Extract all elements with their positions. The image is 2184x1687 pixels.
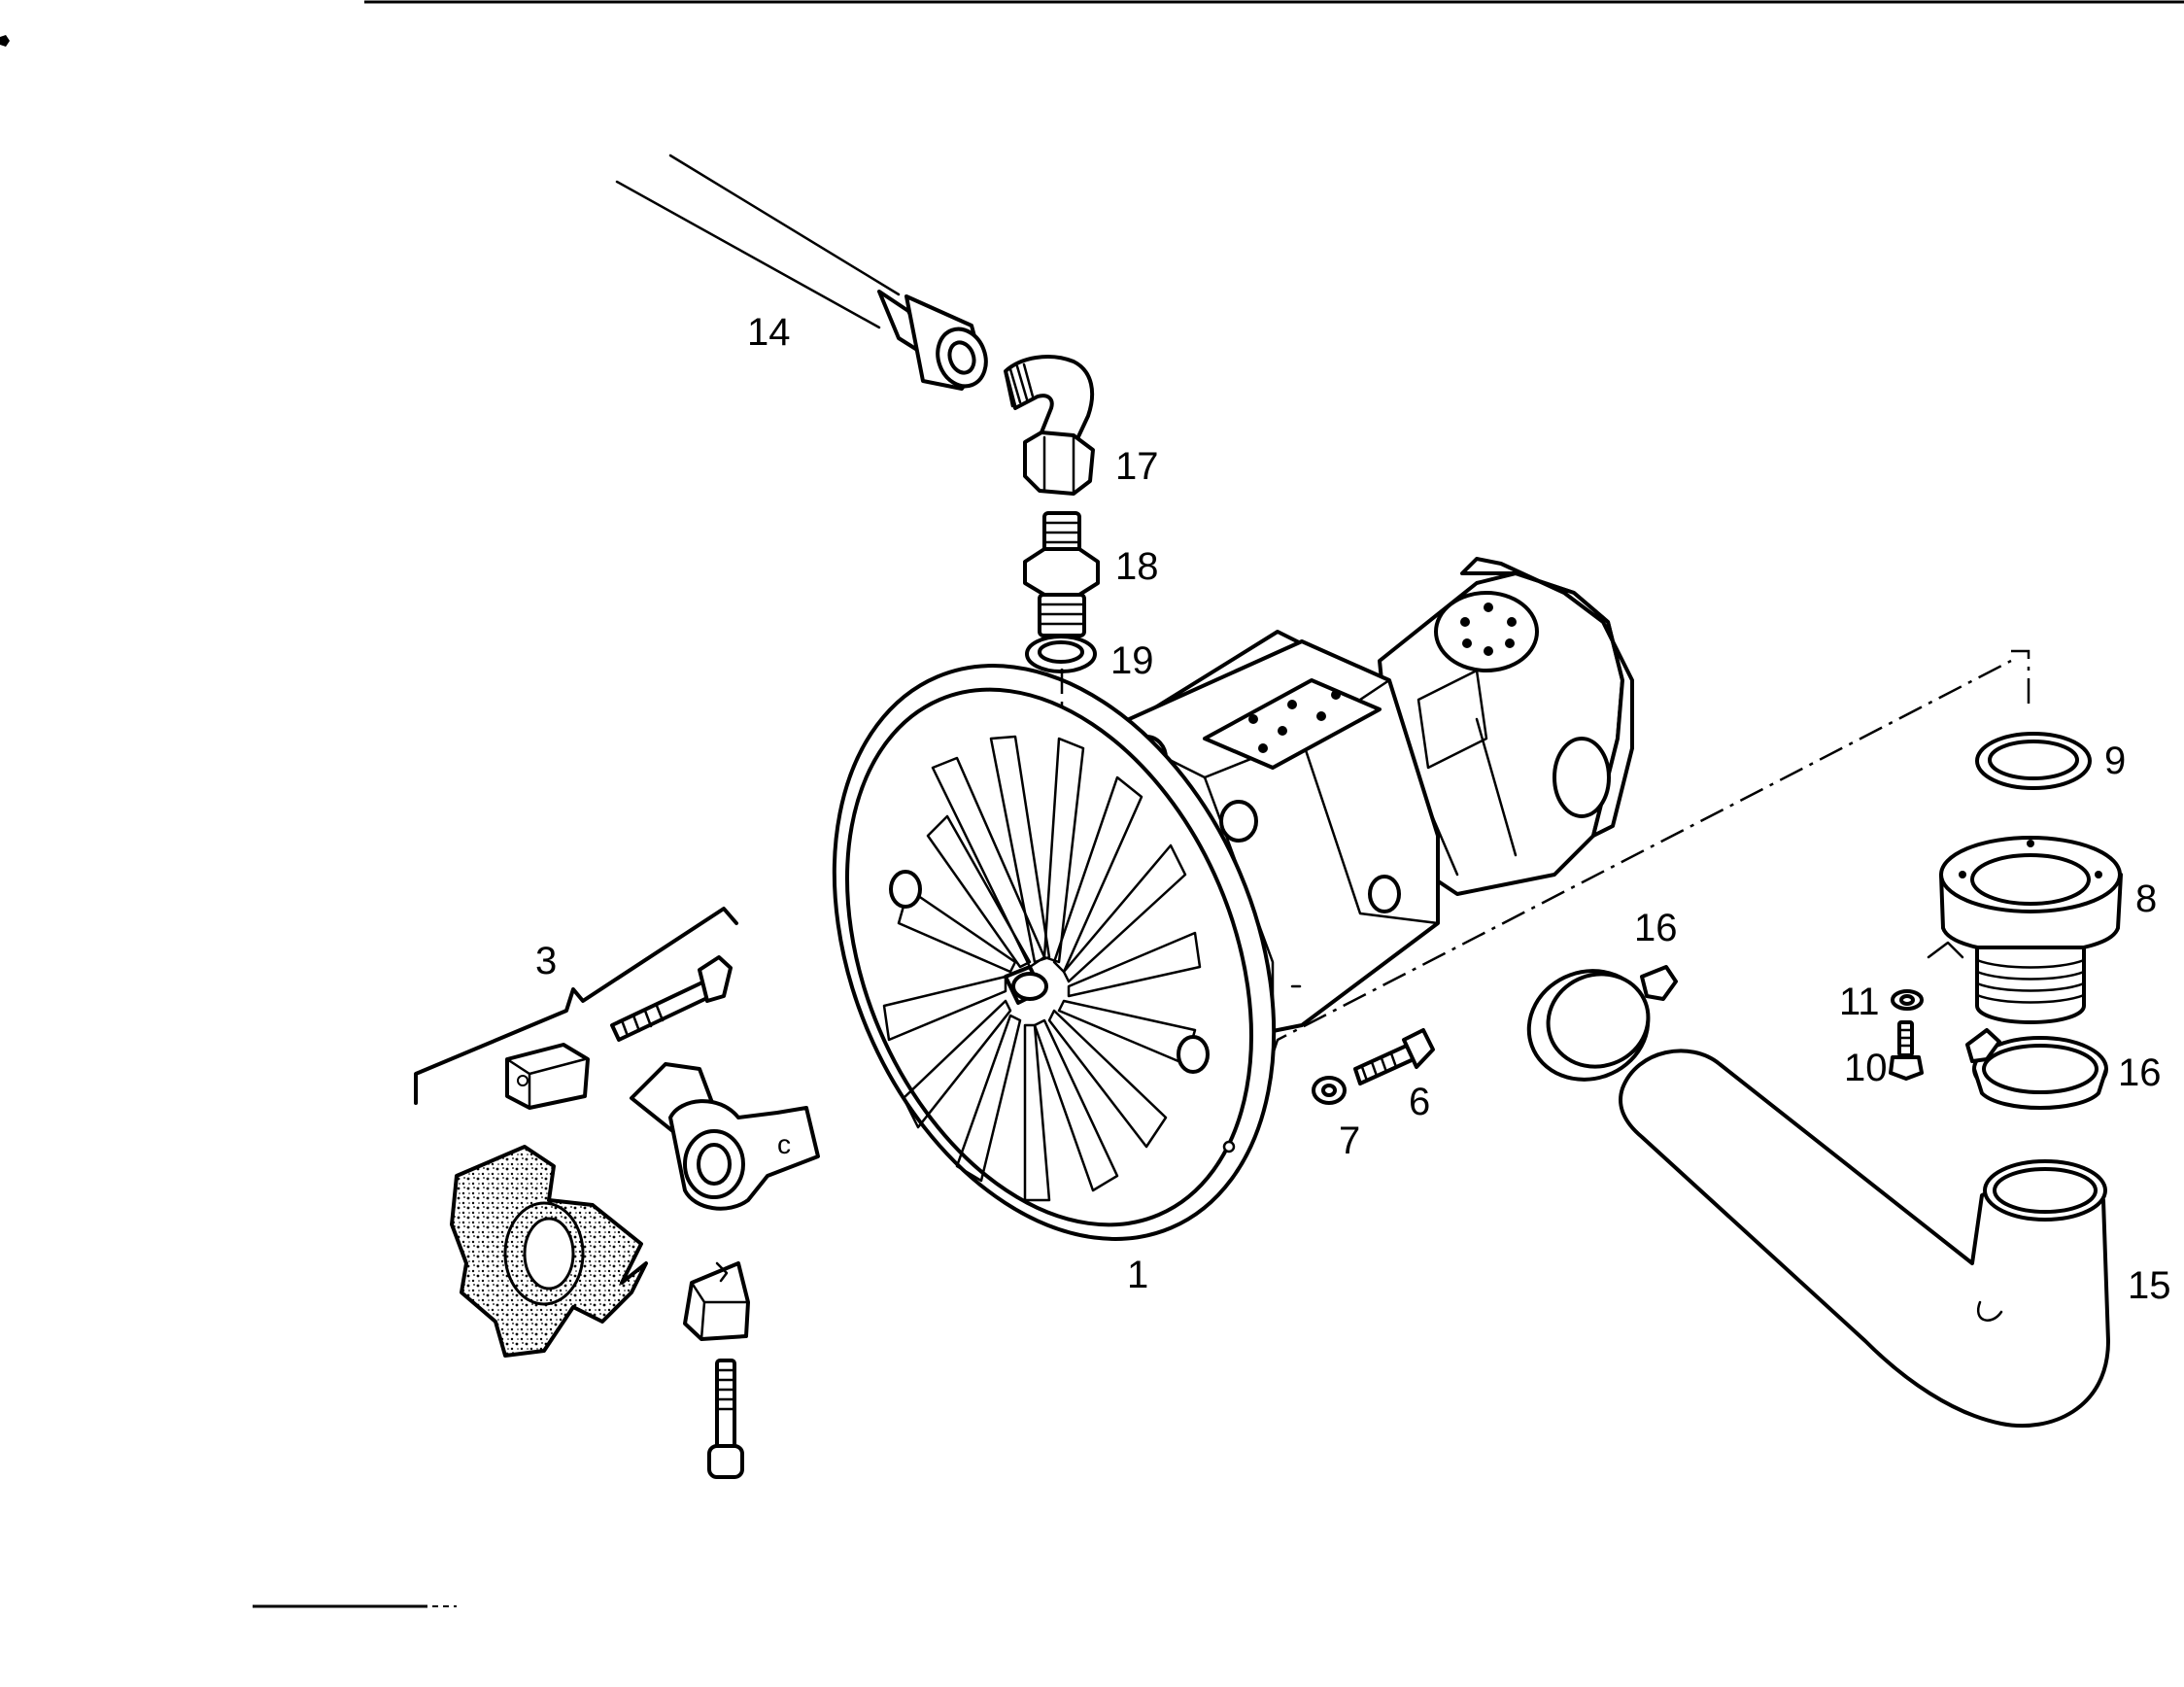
label-part-14: 14: [747, 311, 791, 354]
coupling-wedge-icon: [683, 1261, 750, 1341]
label-part-3: 3: [535, 940, 557, 982]
screw-10-icon: [1889, 1020, 1924, 1081]
coupling-group-bracket: [414, 907, 738, 1105]
coupling-block-icon: [505, 1043, 590, 1110]
label-part-16-right: 16: [2118, 1051, 2162, 1094]
hose-line-icon: [615, 154, 988, 391]
elbow-fitting-icon: [1004, 355, 1095, 496]
threaded-adapter-icon: [1023, 511, 1100, 637]
label-part-1: 1: [1127, 1254, 1148, 1296]
label-part-15: 15: [2128, 1264, 2171, 1307]
elastic-coupling-element-icon: [450, 1145, 648, 1358]
bolt-6-icon: [1353, 1028, 1435, 1085]
label-part-11: 11: [1839, 981, 1880, 1023]
label-part-18: 18: [1115, 545, 1159, 588]
suction-pipe-bend-icon: [1619, 1049, 2110, 1429]
label-part-17: 17: [1115, 445, 1159, 488]
registration-mark: [0, 35, 10, 47]
o-ring-9-icon: [1975, 732, 2092, 790]
label-part-9: 9: [2104, 740, 2126, 782]
seal-ring-icon: [1025, 635, 1097, 673]
leader-10-11-to-flange: [1927, 941, 1964, 959]
hose-clamp-left-icon: [1526, 965, 1678, 1082]
alignment-line-to-suction-port: [1271, 659, 2012, 1055]
washer-7-icon: [1312, 1076, 1347, 1105]
label-part-7: 7: [1339, 1119, 1360, 1162]
label-part-19: 19: [1110, 639, 1154, 682]
label-part-8: 8: [2135, 878, 2157, 920]
mounting-flange-icon: [832, 664, 1277, 1241]
coupling-screw-icon: [610, 955, 733, 1042]
label-part-16-left: 16: [1634, 907, 1678, 949]
label-part-6: 6: [1409, 1081, 1430, 1123]
coupling-lower-screw-icon: [707, 1359, 744, 1479]
alignment-line-to-seal: [2011, 649, 2030, 709]
hose-clamp-right-icon: [1965, 1028, 2108, 1110]
suction-flange-icon: [1939, 836, 2123, 1024]
washer-11-icon: [1891, 989, 1924, 1011]
label-part-10: 10: [1844, 1047, 1888, 1089]
coupling-hub-icon: c: [630, 1062, 820, 1211]
coupling-hub-letter: c: [777, 1129, 791, 1159]
